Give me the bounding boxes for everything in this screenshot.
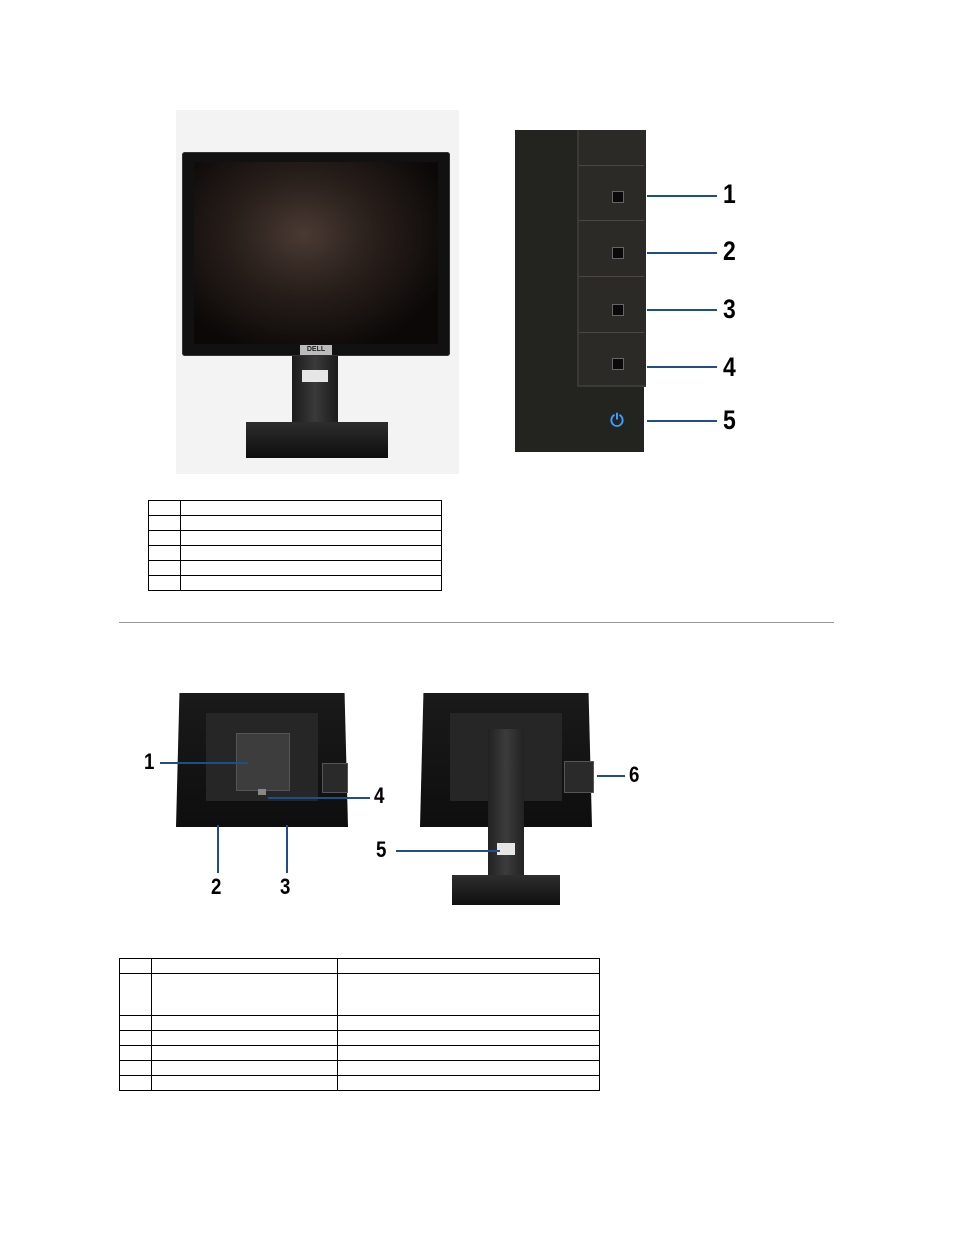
back-callout-line-3: [286, 825, 288, 873]
table-cell-desc: [180, 500, 442, 516]
callout-number-4: 4: [723, 352, 736, 382]
table-row: [148, 575, 442, 591]
table-row: [148, 500, 442, 516]
back-callout-5: 5: [376, 837, 387, 862]
table-cell-desc: [151, 1030, 338, 1046]
table-cell-use: [337, 958, 600, 974]
table-cell-label: [148, 575, 181, 591]
callout-line-1: [647, 195, 717, 197]
table-cell-label: [148, 515, 181, 531]
front-button-4: [612, 358, 624, 370]
button-panel: [577, 130, 646, 387]
table-cell-label: [119, 1045, 152, 1061]
table-cell-use: [337, 1030, 600, 1046]
table-cell-label: [119, 973, 152, 1016]
back-callout-4: 4: [374, 783, 385, 808]
table-cell-label: [148, 545, 181, 561]
back-callout-line-2: [217, 825, 219, 873]
table-cell-label: [119, 958, 152, 974]
table-cell-label: [119, 1075, 152, 1091]
back-callout-6: 6: [629, 762, 640, 787]
table-row: [119, 1045, 600, 1061]
table-cell-label: [148, 500, 181, 516]
callout-line-3: [647, 309, 717, 311]
table-cell-use: [337, 1015, 600, 1031]
table-row: [119, 1060, 600, 1076]
table-cell-label: [148, 530, 181, 546]
front-features-table: [148, 500, 442, 591]
back-view-photo-with-stand: [420, 693, 598, 908]
table-cell-desc: [151, 1015, 338, 1031]
table-row: [148, 530, 442, 546]
usb-ports-housing: [322, 763, 348, 793]
table-row: [148, 515, 442, 531]
back-view-photo-no-stand: [176, 693, 348, 829]
table-row: [119, 1030, 600, 1046]
table-row: [119, 1075, 600, 1091]
stand-release-button: [258, 789, 266, 795]
monitor-screen: [194, 162, 438, 344]
front-button-1: [612, 191, 624, 203]
cable-management-slot: [497, 843, 515, 855]
panel-separator: [579, 276, 644, 277]
cable-management-slot: [302, 370, 328, 382]
table-row: [148, 560, 442, 576]
front-view-photo: DELL: [176, 110, 459, 474]
callout-line-4: [647, 366, 717, 368]
table-cell-desc: [151, 958, 338, 974]
table-cell-label: [119, 1060, 152, 1076]
panel-separator: [579, 165, 644, 166]
back-callout-line-5: [396, 850, 500, 852]
table-cell-label: [119, 1015, 152, 1031]
back-callout-2: 2: [211, 874, 222, 899]
table-cell-desc: [180, 515, 442, 531]
table-cell-use: [337, 1075, 600, 1091]
front-button-3: [612, 304, 624, 316]
table-row: [119, 1015, 600, 1031]
callout-line-5: [647, 420, 717, 422]
table-cell-use: [337, 1060, 600, 1076]
panel-separator: [579, 332, 644, 333]
table-cell-desc: [180, 575, 442, 591]
table-row: [148, 545, 442, 561]
table-cell-label: [148, 560, 181, 576]
table-row: [119, 958, 600, 974]
monitor-stand-base: [246, 422, 388, 458]
stand-arm: [488, 729, 524, 879]
section-divider: [119, 622, 834, 623]
monitor-bezel: DELL: [182, 152, 450, 356]
table-cell-desc: [151, 1075, 338, 1091]
callout-line-2: [647, 252, 717, 254]
table-cell-desc: [151, 1045, 338, 1061]
table-cell-desc: [151, 973, 338, 1016]
table-cell-label: [119, 1030, 152, 1046]
back-callout-line-6: [597, 775, 625, 777]
table-cell-desc: [180, 530, 442, 546]
panel-separator: [579, 220, 644, 221]
dell-logo: DELL: [300, 345, 332, 355]
back-callout-1: 1: [144, 749, 155, 774]
callout-number-2: 2: [723, 236, 736, 266]
callout-number-5: 5: [723, 405, 736, 435]
table-cell-desc: [151, 1060, 338, 1076]
table-cell-desc: [180, 545, 442, 561]
callout-number-3: 3: [723, 294, 736, 324]
callout-number-1: 1: [723, 179, 736, 209]
table-cell-use: [337, 1045, 600, 1061]
table-row: [119, 973, 600, 1016]
back-features-table: [119, 958, 600, 1091]
front-panel-buttons-photo: ⏻: [515, 130, 646, 452]
back-callout-line-1: [160, 762, 248, 764]
front-button-2: [612, 247, 624, 259]
back-callout-line-4: [268, 797, 370, 799]
usb-ports-housing: [564, 761, 594, 793]
back-callout-3: 3: [280, 874, 291, 899]
table-cell-desc: [180, 560, 442, 576]
power-icon: ⏻: [610, 411, 624, 430]
stand-base: [452, 875, 560, 905]
table-cell-use: [337, 973, 600, 1016]
